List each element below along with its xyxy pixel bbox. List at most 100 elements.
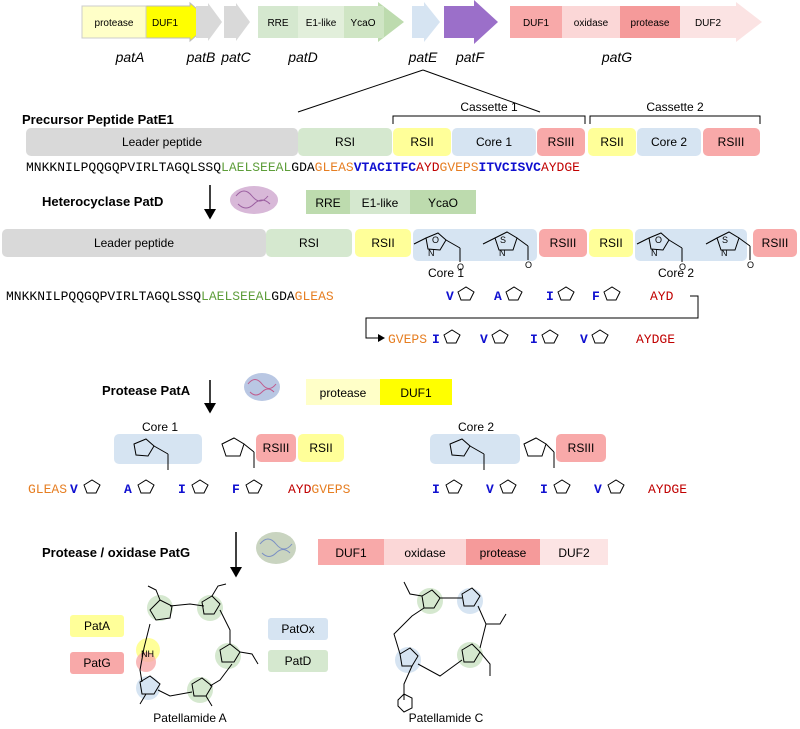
gene-patC-arrow xyxy=(224,3,250,41)
residue-3: I xyxy=(546,289,554,304)
zoom-line-right xyxy=(422,69,541,113)
rsii-label-3: RSII xyxy=(371,236,394,250)
patA-duf1-label: DUF1 xyxy=(152,18,179,29)
core2-label-3: Core 2 xyxy=(458,420,494,434)
legend-patox: PatOx xyxy=(281,622,314,636)
svg-text:S: S xyxy=(500,235,506,245)
pata-protease: protease xyxy=(320,386,367,400)
precursor-region-bar: Leader peptide RSI RSII Core 1 RSIII RSI… xyxy=(26,128,760,156)
svg-text:N: N xyxy=(499,248,506,258)
gene-patA-arrow: protease DUF1 xyxy=(81,1,213,43)
ayd-1: AYD xyxy=(650,289,674,304)
legend: PatA PatG PatOx PatD xyxy=(70,615,328,674)
gene-patF-arrow xyxy=(444,0,498,44)
wrap-arrow xyxy=(365,295,699,342)
patg-duf2: DUF2 xyxy=(558,546,590,560)
residue-13: I xyxy=(432,482,440,497)
patG-oxidase-label: oxidase xyxy=(574,18,609,29)
residue-7: I xyxy=(530,332,538,347)
legend-pata: PatA xyxy=(84,619,110,633)
residue-8: V xyxy=(580,332,588,347)
legend-patg: PatG xyxy=(83,656,110,670)
gveps-1: GVEPS xyxy=(388,332,427,347)
rsi-label: RSI xyxy=(335,135,355,149)
svg-text:N: N xyxy=(651,248,658,258)
patg-structure-icon xyxy=(256,532,296,564)
gene-name-patB: patB xyxy=(186,49,216,65)
core2-label-2: Core 2 xyxy=(658,266,694,280)
svg-text:O: O xyxy=(679,262,686,272)
precursor-title: Precursor Peptide PatE1 xyxy=(22,112,174,127)
residue-11: I xyxy=(178,482,186,497)
gene-patE-arrow xyxy=(412,2,440,42)
core1-label: Core 1 xyxy=(476,135,512,149)
patellamide-a-structure: NH xyxy=(136,583,259,707)
patg-oxidase: oxidase xyxy=(404,546,446,560)
patG-duf1-label: DUF1 xyxy=(523,18,550,29)
core2-label: Core 2 xyxy=(651,135,687,149)
residue-2: A xyxy=(494,289,502,304)
residue-15: I xyxy=(540,482,548,497)
cassette-2-bracket: Cassette 2 xyxy=(589,100,761,124)
svg-text:N: N xyxy=(721,248,728,258)
svg-text:O: O xyxy=(432,235,439,245)
svg-text:O: O xyxy=(655,235,662,245)
precursor-sequence: MNKKNILPQQGQPVIRLTAGQLSSQLAELSEEALGDAGLE… xyxy=(26,160,580,175)
cassette-2-label: Cassette 2 xyxy=(646,100,704,114)
patellamide-c-label: Patellamide C xyxy=(409,711,484,725)
modified-sequence-line1: MNKKNILPQQGQPVIRLTAGQLSSQLAELSEEALGDAGLE… xyxy=(6,289,334,304)
gene-name-patD: patD xyxy=(287,49,318,65)
patd-ycao: YcaO xyxy=(428,196,458,210)
residue-14: V xyxy=(486,482,494,497)
residue-6: V xyxy=(480,332,488,347)
rsiii-label-1: RSIII xyxy=(548,135,575,149)
residue-10: A xyxy=(124,482,132,497)
rsiii-label-6: RSIII xyxy=(568,441,595,455)
core1-label-3: Core 1 xyxy=(142,420,178,434)
gene-cluster: protease DUF1 RRE E1-like YcaO DUF1 oxid… xyxy=(81,0,762,65)
cassette-1-label: Cassette 1 xyxy=(460,100,518,114)
heterocycles-line1 xyxy=(457,286,621,301)
svg-text:O: O xyxy=(525,260,532,270)
patg-domain-bar: DUF1 oxidase protease DUF2 xyxy=(318,539,608,565)
gene-name-patA: patA xyxy=(115,49,145,65)
modified-core2-residues: I V I V xyxy=(432,332,588,347)
gene-name-patC: patC xyxy=(220,49,251,65)
modified-region-bar: Leader peptide RSI RSII RSIII RSII RSIII… xyxy=(2,229,797,280)
gene-patG-arrow: DUF1 oxidase protease DUF2 xyxy=(510,2,762,42)
svg-text:O: O xyxy=(747,260,754,270)
rsii-label-1: RSII xyxy=(410,135,433,149)
rsii-label-2: RSII xyxy=(600,135,623,149)
rsiii-label-2: RSIII xyxy=(718,135,745,149)
pata-domain-bar: protease DUF1 xyxy=(306,379,452,405)
leader-label-2: Leader peptide xyxy=(94,236,174,250)
patD-ycao-label: YcaO xyxy=(350,18,375,29)
patA-protease-label: protease xyxy=(95,18,134,29)
svg-text:S: S xyxy=(722,235,728,245)
gene-patB-arrow xyxy=(196,3,222,41)
patg-protease: protease xyxy=(480,546,527,560)
gene-name-patE: patE xyxy=(408,49,438,65)
nh-label: NH xyxy=(141,649,154,659)
cleaved-core1-bar: RSIII RSII xyxy=(114,434,344,464)
gleas-2: GLEAS xyxy=(28,482,67,497)
heterocycles-line2 xyxy=(443,329,609,344)
rsi-label-2: RSI xyxy=(299,236,319,250)
svg-text:O: O xyxy=(457,262,464,272)
patD-e1like-label: E1-like xyxy=(306,18,337,29)
heterocycle-structures-row2 xyxy=(413,231,751,262)
patellamide-a-label: Patellamide A xyxy=(153,711,226,725)
patD-rre-label: RRE xyxy=(267,18,288,29)
cleaved-core1-residues: V A I F xyxy=(70,482,240,497)
zoom-line-left xyxy=(297,69,424,113)
patd-structure-icon xyxy=(230,186,278,214)
aydge-1: AYDGE xyxy=(636,332,675,347)
rsii-label-4: RSII xyxy=(599,236,622,250)
cassette-1-bracket: Cassette 1 xyxy=(392,100,586,124)
patg-title: Protease / oxidase PatG xyxy=(42,545,190,560)
rsiii-label-5: RSIII xyxy=(263,441,290,455)
gene-name-patG: patG xyxy=(601,49,632,65)
residue-4: F xyxy=(592,289,600,304)
